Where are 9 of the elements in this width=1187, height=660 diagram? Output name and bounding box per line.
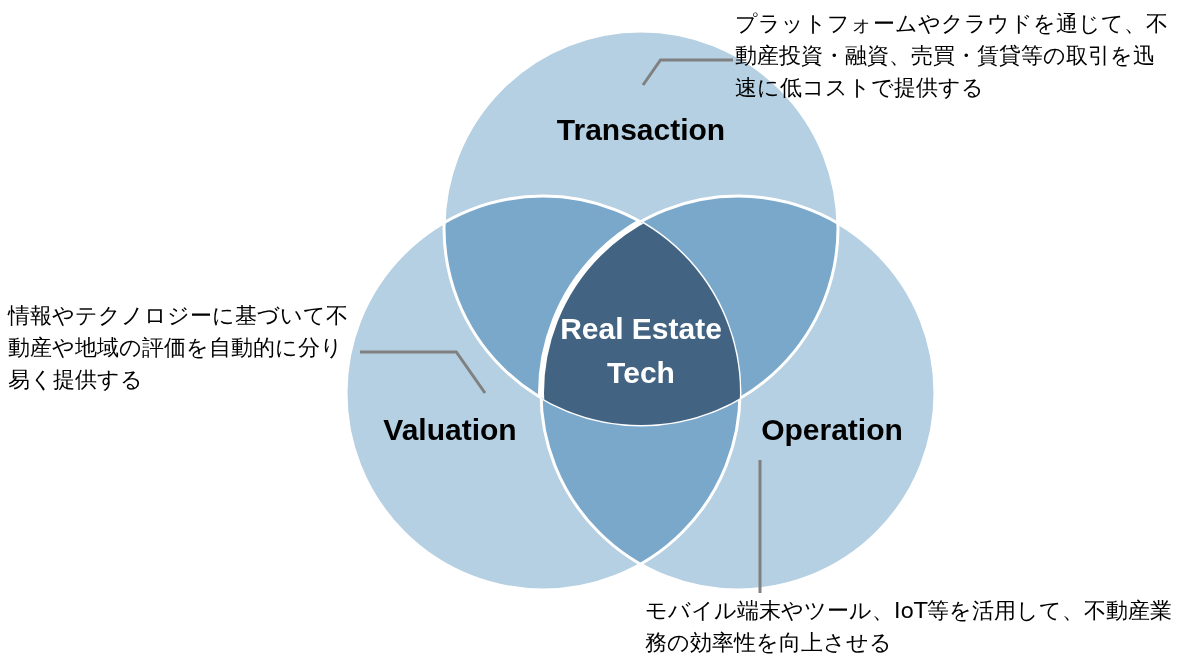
circle-label: Operation bbox=[761, 413, 903, 447]
circle-label: Transaction bbox=[556, 113, 726, 147]
center-label: Real Estate Tech bbox=[559, 311, 723, 391]
description-text: モバイル端末やツール、IoT等を活用して、不動産業務の効率性を向上させる bbox=[645, 597, 1174, 657]
description-text: プラットフォームやクラウドを通じて、不動産投資・融資、売買・賃貸等の取引を迅速に低コストで提供する bbox=[735, 10, 1169, 102]
leader-line bbox=[360, 350, 487, 394]
circle-label: Valuation bbox=[383, 413, 517, 447]
leader-line bbox=[641, 58, 733, 86]
description-text: 情報やテクノロジーに基づいて不動産や地域の評価を自動的に分り易く提供する bbox=[8, 302, 349, 394]
